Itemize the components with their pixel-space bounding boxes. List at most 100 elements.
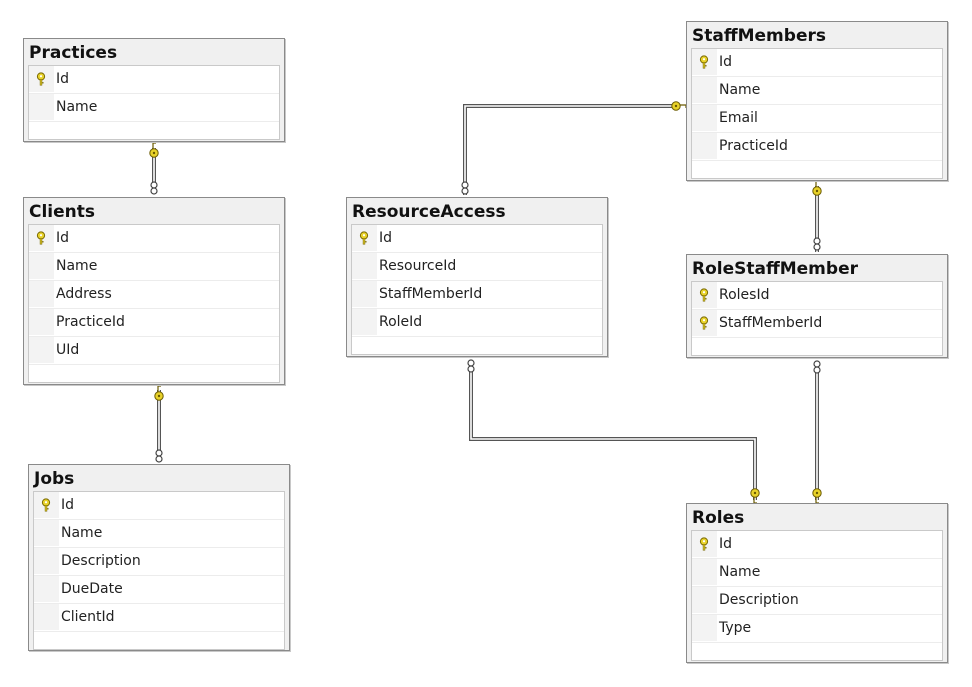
- column-row[interactable]: Id: [692, 531, 942, 559]
- row-selector: [692, 49, 717, 75]
- relationship-roles-resourceaccess: [469, 361, 757, 500]
- column-row[interactable]: Name: [29, 253, 279, 281]
- primary-key-icon: [359, 231, 369, 245]
- column-row[interactable]: Id: [29, 225, 279, 253]
- column-row[interactable]: Id: [34, 492, 284, 520]
- column-name: RolesId: [719, 287, 770, 303]
- column-name: Id: [719, 54, 733, 70]
- column-name: DueDate: [61, 581, 123, 597]
- row-selector: [29, 281, 54, 307]
- row-selector: [692, 587, 717, 613]
- primary-key-icon: [699, 288, 709, 302]
- column-row[interactable]: Description: [34, 548, 284, 576]
- column-row[interactable]: Address: [29, 281, 279, 309]
- new-column-row[interactable]: [29, 122, 279, 139]
- table-title: RoleStaffMember: [692, 259, 858, 279]
- column-name: Type: [719, 620, 752, 636]
- row-selector: [29, 253, 54, 279]
- column-row[interactable]: ClientId: [34, 604, 284, 632]
- column-row[interactable]: Name: [29, 94, 279, 122]
- column-row[interactable]: Email: [692, 105, 942, 133]
- column-list: RolesId StaffMemberId: [691, 281, 943, 356]
- row-selector: [692, 559, 717, 585]
- table-rolestaffmember[interactable]: RoleStaffMember RolesId StaffMemberId: [686, 254, 948, 358]
- column-row[interactable]: Type: [692, 615, 942, 643]
- new-column-row[interactable]: [692, 338, 942, 355]
- row-selector: [34, 520, 59, 546]
- column-name: Email: [719, 110, 758, 126]
- many-end-infinity-icon: [813, 360, 821, 374]
- column-row[interactable]: RolesId: [692, 282, 942, 310]
- row-selector: [29, 66, 54, 92]
- column-row[interactable]: RoleId: [352, 309, 602, 337]
- one-end-key-icon: [154, 385, 164, 401]
- new-column-row[interactable]: [34, 632, 284, 649]
- primary-key-icon: [36, 72, 46, 86]
- column-row[interactable]: ResourceId: [352, 253, 602, 281]
- column-name: Name: [719, 564, 761, 580]
- column-row[interactable]: Id: [692, 49, 942, 77]
- column-row[interactable]: StaffMemberId: [352, 281, 602, 309]
- column-name: Name: [719, 82, 761, 98]
- column-row[interactable]: Description: [692, 587, 942, 615]
- column-name: Id: [61, 497, 75, 513]
- column-row[interactable]: Name: [692, 559, 942, 587]
- column-row[interactable]: PracticeId: [692, 133, 942, 161]
- new-column-row[interactable]: [692, 643, 942, 660]
- row-selector: [692, 77, 717, 103]
- primary-key-icon: [41, 498, 51, 512]
- column-name: Description: [719, 592, 799, 608]
- column-row[interactable]: Id: [29, 66, 279, 94]
- column-row[interactable]: Id: [352, 225, 602, 253]
- many-end-infinity-icon: [155, 449, 163, 463]
- relationship-staffmembers-resourceaccess: [463, 104, 680, 195]
- primary-key-icon: [36, 231, 46, 245]
- many-end-infinity-icon: [813, 237, 821, 251]
- new-column-row[interactable]: [29, 365, 279, 382]
- column-row[interactable]: PracticeId: [29, 309, 279, 337]
- new-column-row[interactable]: [352, 337, 602, 354]
- row-selector: [34, 492, 59, 518]
- column-name: Id: [56, 230, 70, 246]
- row-selector: [692, 615, 717, 641]
- row-selector: [34, 576, 59, 602]
- column-name: Name: [56, 258, 98, 274]
- many-end-infinity-icon: [150, 181, 158, 195]
- table-title: Jobs: [34, 469, 75, 489]
- column-name: Name: [56, 99, 98, 115]
- column-name: PracticeId: [719, 138, 788, 154]
- column-row[interactable]: UId: [29, 337, 279, 365]
- row-selector: [692, 133, 717, 159]
- column-name: UId: [56, 342, 80, 358]
- column-name: StaffMemberId: [379, 286, 483, 302]
- column-name: Id: [719, 536, 733, 552]
- many-end-infinity-icon: [467, 359, 475, 373]
- column-row[interactable]: Name: [34, 520, 284, 548]
- row-selector: [29, 94, 54, 120]
- row-selector: [692, 105, 717, 131]
- column-row[interactable]: StaffMemberId: [692, 310, 942, 338]
- column-row[interactable]: Name: [692, 77, 942, 105]
- one-end-key-icon: [812, 488, 822, 504]
- new-column-row[interactable]: [692, 161, 942, 178]
- column-name: Id: [56, 71, 70, 87]
- column-name: ResourceId: [379, 258, 457, 274]
- column-row[interactable]: DueDate: [34, 576, 284, 604]
- row-selector: [352, 309, 377, 335]
- row-selector: [352, 253, 377, 279]
- table-title: ResourceAccess: [352, 202, 506, 222]
- one-end-key-icon: [671, 101, 687, 111]
- column-name: Id: [379, 230, 393, 246]
